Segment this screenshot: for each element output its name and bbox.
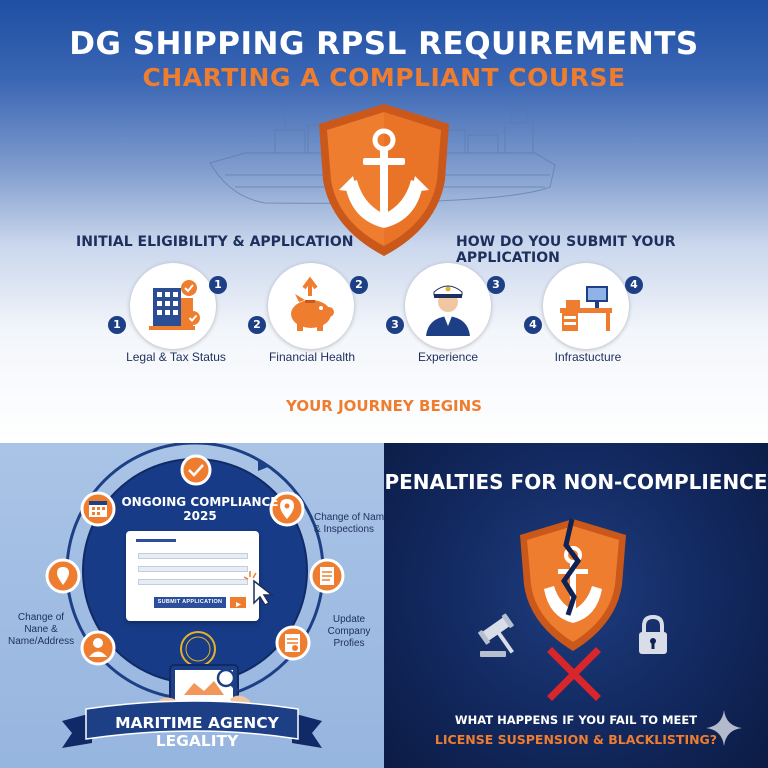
gavel-icon <box>478 613 514 657</box>
office-desk-icon <box>560 286 612 331</box>
step-label-financial-health: Financial Health <box>268 350 356 364</box>
anchor-shield-icon <box>319 104 449 256</box>
maritime-banner-text: MARITIME AGENCY LEGALITY <box>115 714 279 750</box>
penalties-title: PENALTIES FOR NON-COMPLIENCE <box>384 470 768 494</box>
sparkle-icon <box>706 710 742 746</box>
compliance-panel: ONGOING COMPLIANCE 2025 SUBMIT APPLICATI… <box>0 443 384 768</box>
form-field[interactable] <box>138 579 248 585</box>
application-form: SUBMIT APPLICATION <box>126 531 275 621</box>
step-experience[interactable] <box>405 263 491 349</box>
step-label-infrastructure: Infrastucture <box>554 350 622 364</box>
page-subtitle: CHARTING A COMPLIANT COURSE <box>142 63 626 92</box>
broken-shield-icon <box>520 518 626 651</box>
step-infrastructure[interactable] <box>543 263 629 349</box>
label-update-profiles: Update Company Profies <box>327 614 371 649</box>
step-number-badge: 4 <box>625 276 643 294</box>
step-label-experience: Experience <box>417 350 479 364</box>
cycle-node <box>180 454 212 486</box>
lock-icon <box>639 614 667 654</box>
map-pin-icon <box>45 558 81 594</box>
penalties-panel: PENALTIES FOR NON-COMPLIENCE WHAT HAPPEN… <box>384 443 768 768</box>
step-label-legal-tax: Legal & Tax Status <box>126 350 226 364</box>
submit-arrow-button[interactable] <box>230 597 246 608</box>
tablet-icon <box>156 664 250 713</box>
mouse-cursor-icon <box>244 571 275 605</box>
arrow-right-icon <box>236 602 241 607</box>
step-number-badge: 3 <box>487 276 505 294</box>
top-section: DG SHIPPING RPSL REQUIREMENTS CHARTING A… <box>0 0 768 443</box>
certificate-icon <box>275 625 311 661</box>
label-change-address: Change of Nane & Name/Address <box>8 612 75 647</box>
step-number-badge: 1 <box>108 316 126 334</box>
submit-heading: HOW DO YOU SUBMIT YOUR APPLICATION <box>456 234 676 266</box>
captain-icon <box>426 285 470 336</box>
step-number-badge: 1 <box>209 276 227 294</box>
label-name-inspections: Change of Name/ & Inspections <box>314 512 384 535</box>
journey-caption: YOUR JOURNEY BEGINS <box>286 397 482 415</box>
form-field[interactable] <box>138 566 248 572</box>
penalty-question: WHAT HAPPENS IF YOU FAIL TO MEET <box>454 713 698 727</box>
form-field[interactable] <box>138 553 248 559</box>
ribbon-banner <box>62 700 322 748</box>
license-badge-icon <box>180 631 216 667</box>
calendar-icon <box>80 491 116 527</box>
building-check-icon <box>149 280 200 330</box>
page-title: DG SHIPPING RPSL REQUIREMENTS <box>69 26 699 62</box>
cycle-title: ONGOING COMPLIANCE 2025 <box>121 495 279 523</box>
step-number-badge: 4 <box>524 316 542 334</box>
step-legal-tax[interactable] <box>130 263 216 349</box>
piggy-bank-icon <box>291 276 334 331</box>
user-icon <box>80 630 116 666</box>
form-header-bar <box>136 539 176 542</box>
step-financial-health[interactable] <box>268 263 354 349</box>
eligibility-heading: INITIAL ELIGIBILITY & APPLICATION <box>76 234 354 250</box>
step-number-badge: 2 <box>350 276 368 294</box>
submit-application-button[interactable]: SUBMIT APPLICATION <box>154 597 226 608</box>
penalty-consequence: LICENSE SUSPENSION & BLACKLISTING? <box>434 732 718 747</box>
document-icon <box>309 558 345 594</box>
step-number-badge: 2 <box>248 316 266 334</box>
step-number-badge: 3 <box>386 316 404 334</box>
close-x-icon <box>547 647 601 701</box>
location-pin-icon <box>269 491 305 527</box>
